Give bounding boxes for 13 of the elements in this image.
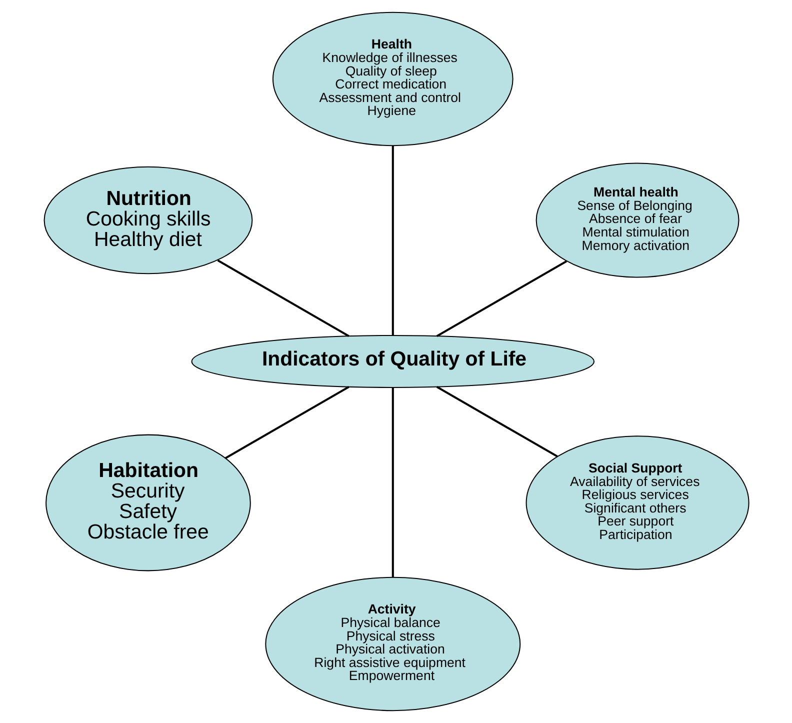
connector	[391, 388, 394, 578]
connector	[224, 386, 349, 459]
connector	[391, 146, 394, 336]
node-ellipse: Health Knowledge of illnesses Quality of sleep Correct medication Assessment and control Hygiene	[272, 12, 513, 146]
node-ellipse: Nutrition Cooking skills Healthy diet	[43, 166, 252, 274]
node-ellipse: Habitation Security Safety Obstacle free	[45, 434, 250, 572]
connector	[216, 260, 349, 337]
connector	[436, 386, 558, 458]
node-ellipse: Social Support Availability of services Religious services Significant others Peer support Participation	[525, 436, 749, 570]
node-ellipse: Indicators of Quality of Life	[190, 335, 594, 388]
node-ellipse: Mental health Sense of Belonging Absence of fear Mental stimulation Memory activation	[535, 162, 739, 278]
node-ellipse: Activity Physical balance Physical stress Physical activation Right assistive equipment Empowerment	[264, 576, 520, 712]
connector	[436, 260, 567, 337]
